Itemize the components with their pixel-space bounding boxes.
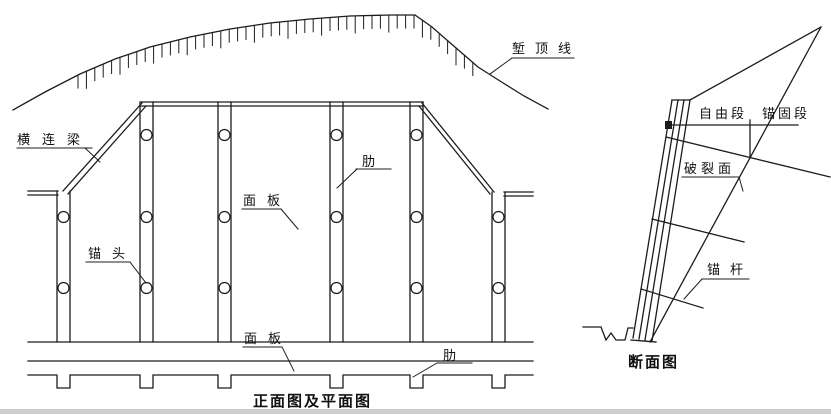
label-rib-front: 肋: [362, 155, 375, 170]
caption-front-plan-view: 正面图及平面图: [253, 392, 372, 410]
label-rib-plan: 肋: [443, 349, 456, 364]
toe-footing: [582, 326, 634, 342]
section-view: [582, 26, 831, 343]
label-panel-front: 面板: [243, 194, 291, 209]
crest-hatch-ticks: [77, 15, 474, 89]
slope-crest-curve: [12, 14, 549, 111]
front-view: [27, 101, 534, 343]
anchor-rod-1: [665, 136, 831, 178]
rupture-surface-line: [649, 26, 822, 343]
label-crest-line: 堑顶线: [512, 42, 581, 57]
plan-rib-teeth: [27, 374, 534, 389]
label-bond-segment: 锚固段: [762, 107, 810, 122]
label-rupture-surface: 破裂面: [684, 162, 735, 177]
plan-view: [27, 360, 534, 389]
crest-curve-line: [12, 14, 549, 111]
label-anchor-rod: 锚杆: [707, 263, 753, 278]
label-panel-plan: 面板: [244, 332, 292, 347]
anchor-heads: [57, 128, 505, 295]
label-free-segment: 自由段: [699, 107, 747, 122]
label-leaders: [16, 57, 750, 378]
window-bottom-bar: [0, 409, 831, 414]
ground-surface-line: [689, 26, 822, 101]
label-anchor-head: 锚头: [88, 247, 136, 262]
anchor-rod-3: [640, 288, 704, 309]
section-anchor-head-dot: [665, 121, 672, 129]
label-cross-beam: 横连梁: [17, 132, 92, 148]
caption-section-view: 断面图: [628, 353, 679, 371]
rib-columns: [56, 101, 506, 343]
anchor-rod-2: [651, 218, 745, 243]
